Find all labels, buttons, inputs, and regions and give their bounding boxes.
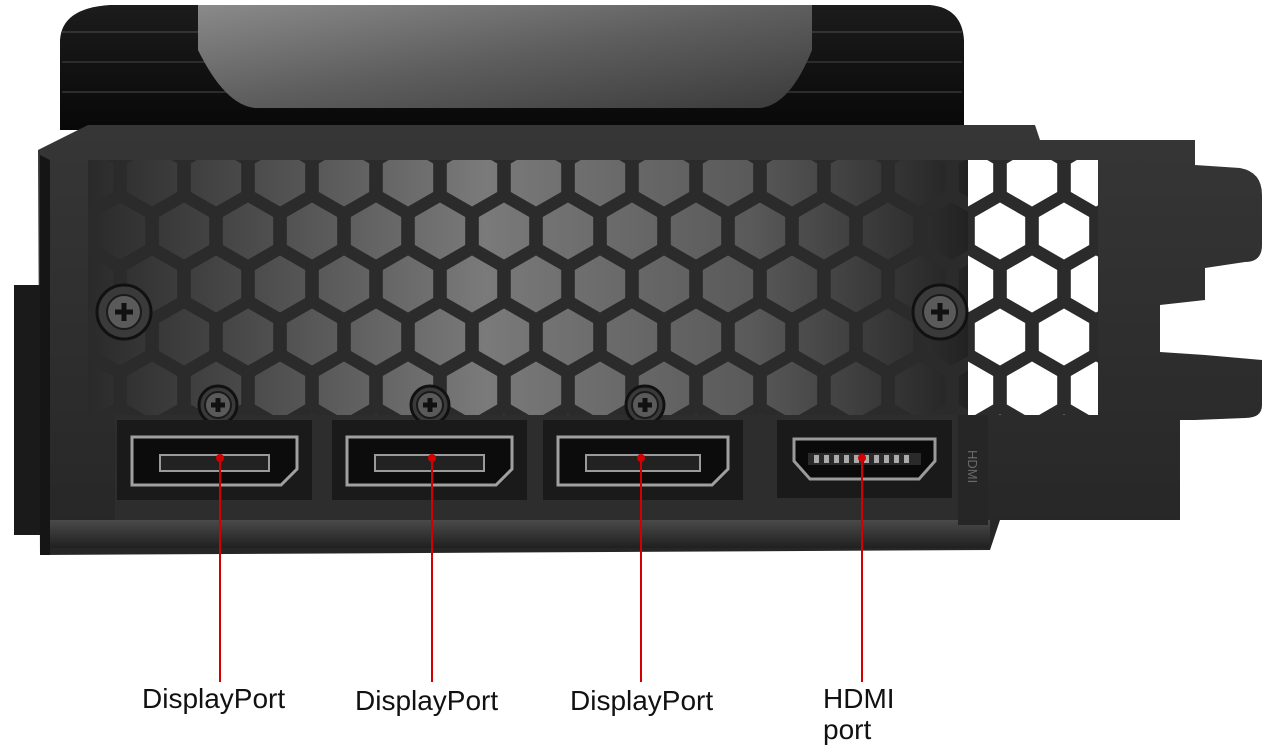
vent-hole <box>1058 347 1098 415</box>
hdmi-port-icon <box>777 420 952 498</box>
fan-shroud <box>60 5 964 130</box>
label-hdmi-port: HDMI port <box>823 683 895 745</box>
vent-hole <box>946 356 968 415</box>
label-hdmi-line-1: HDMI <box>823 683 895 714</box>
screw-icon <box>197 384 239 426</box>
screw-group <box>95 283 969 426</box>
vent-hole <box>946 250 968 318</box>
screw-icon <box>911 283 969 341</box>
leader-lines <box>216 454 866 682</box>
leader-dot <box>428 454 436 462</box>
label-displayport-2: DisplayPort <box>355 685 499 716</box>
displayport-icon <box>117 420 312 500</box>
leader-dot <box>858 454 866 462</box>
label-hdmi-line-2: port <box>823 714 872 745</box>
label-displayport-3: DisplayPort <box>570 685 714 716</box>
leader-dot <box>637 454 645 462</box>
screw-icon <box>95 283 153 341</box>
label-displayport-1: DisplayPort <box>142 683 286 714</box>
vent-hole <box>1090 311 1098 363</box>
screw-icon <box>409 384 451 426</box>
leader-dot <box>216 454 224 462</box>
vent-hole <box>1090 205 1098 257</box>
screw-icon <box>624 384 666 426</box>
port-group <box>117 420 952 500</box>
bracket-engraving-hdmi: HDMI <box>965 450 980 483</box>
